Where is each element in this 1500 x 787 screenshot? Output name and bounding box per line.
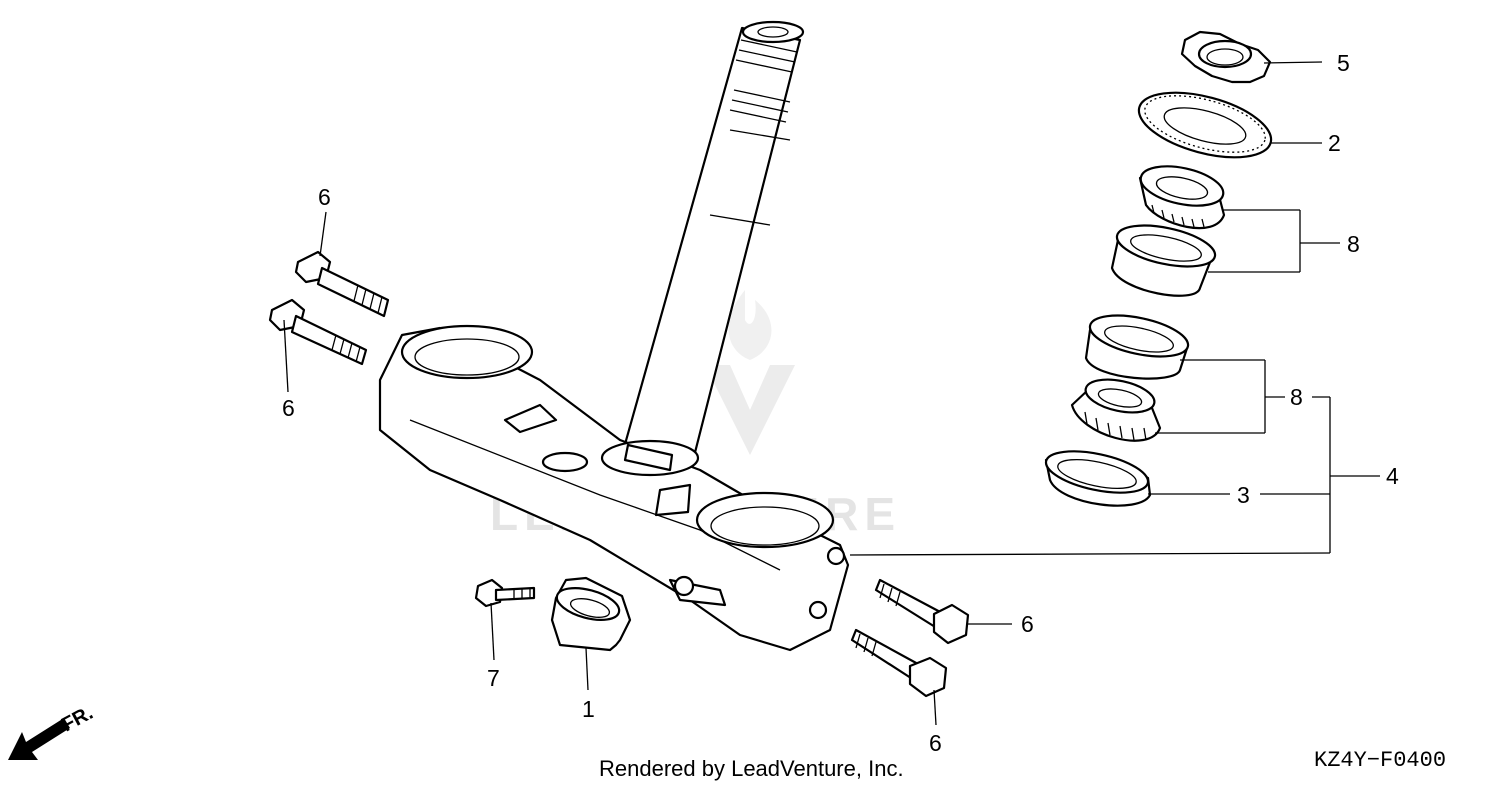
callout-2: 2 [1328,130,1341,156]
callout-6-upper-1: 6 [318,184,331,210]
callout-3: 3 [1237,482,1250,508]
callout-7: 7 [487,665,500,691]
watermark-flame-icon [728,290,772,360]
upper-bearing[interactable] [1137,160,1227,230]
callout-5: 5 [1337,50,1350,76]
bolt-upper-1[interactable] [294,250,390,318]
steering-stem[interactable] [618,20,805,482]
lower-bearing[interactable] [1070,374,1162,442]
upper-bearing-race[interactable] [1110,218,1219,297]
watermark-logo-icon [705,365,795,455]
stem-lock-nut[interactable] [1180,30,1272,84]
callout-6-upper-2: 6 [282,395,295,421]
leader-lines [283,61,1380,726]
lower-bearing-race[interactable] [1084,308,1192,380]
bolt-lower-1[interactable] [874,578,970,645]
callout-4: 4 [1386,463,1399,489]
callout-8-upper: 8 [1347,231,1360,257]
callout-6-lower-2: 6 [929,730,942,756]
lower-dust-seal[interactable] [1042,444,1152,507]
cable-clamp[interactable] [550,576,632,652]
render-credit: Rendered by LeadVenture, Inc. [599,756,904,781]
callout-8-lower: 8 [1290,384,1303,410]
callout-1: 1 [582,696,595,722]
bolt-upper-2[interactable] [268,298,368,366]
callouts: 5 2 8 8 4 3 6 6 6 6 7 1 [282,50,1399,756]
arrow-down-left-icon [8,718,70,760]
callout-6-lower-1: 6 [1021,611,1034,637]
diagram-code: KZ4Y−F0400 [1314,748,1447,773]
clamp-bolt[interactable] [474,578,536,608]
front-direction-indicator: FR. [8,702,97,760]
dust-seal[interactable] [1132,80,1278,169]
bolt-lower-2[interactable] [850,628,948,698]
bottom-bridge[interactable] [378,324,850,652]
